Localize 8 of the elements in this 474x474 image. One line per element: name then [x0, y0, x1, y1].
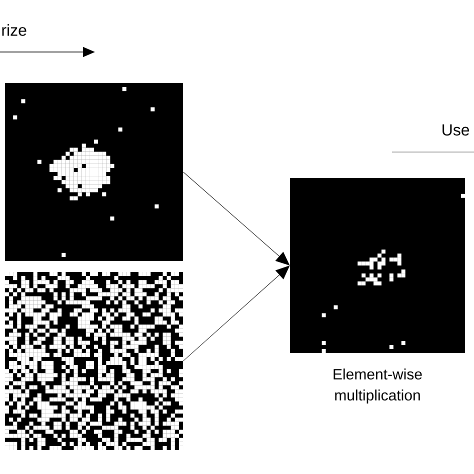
picture: [290, 178, 465, 353]
picture: [5, 83, 183, 261]
node-label: Element-wise multiplication: [334, 368, 422, 404]
arrow: [182, 172, 290, 266]
picture: [5, 272, 183, 450]
label: Use: [442, 124, 470, 136]
label: rize: [2, 24, 26, 36]
arrow: [182, 266, 290, 362]
